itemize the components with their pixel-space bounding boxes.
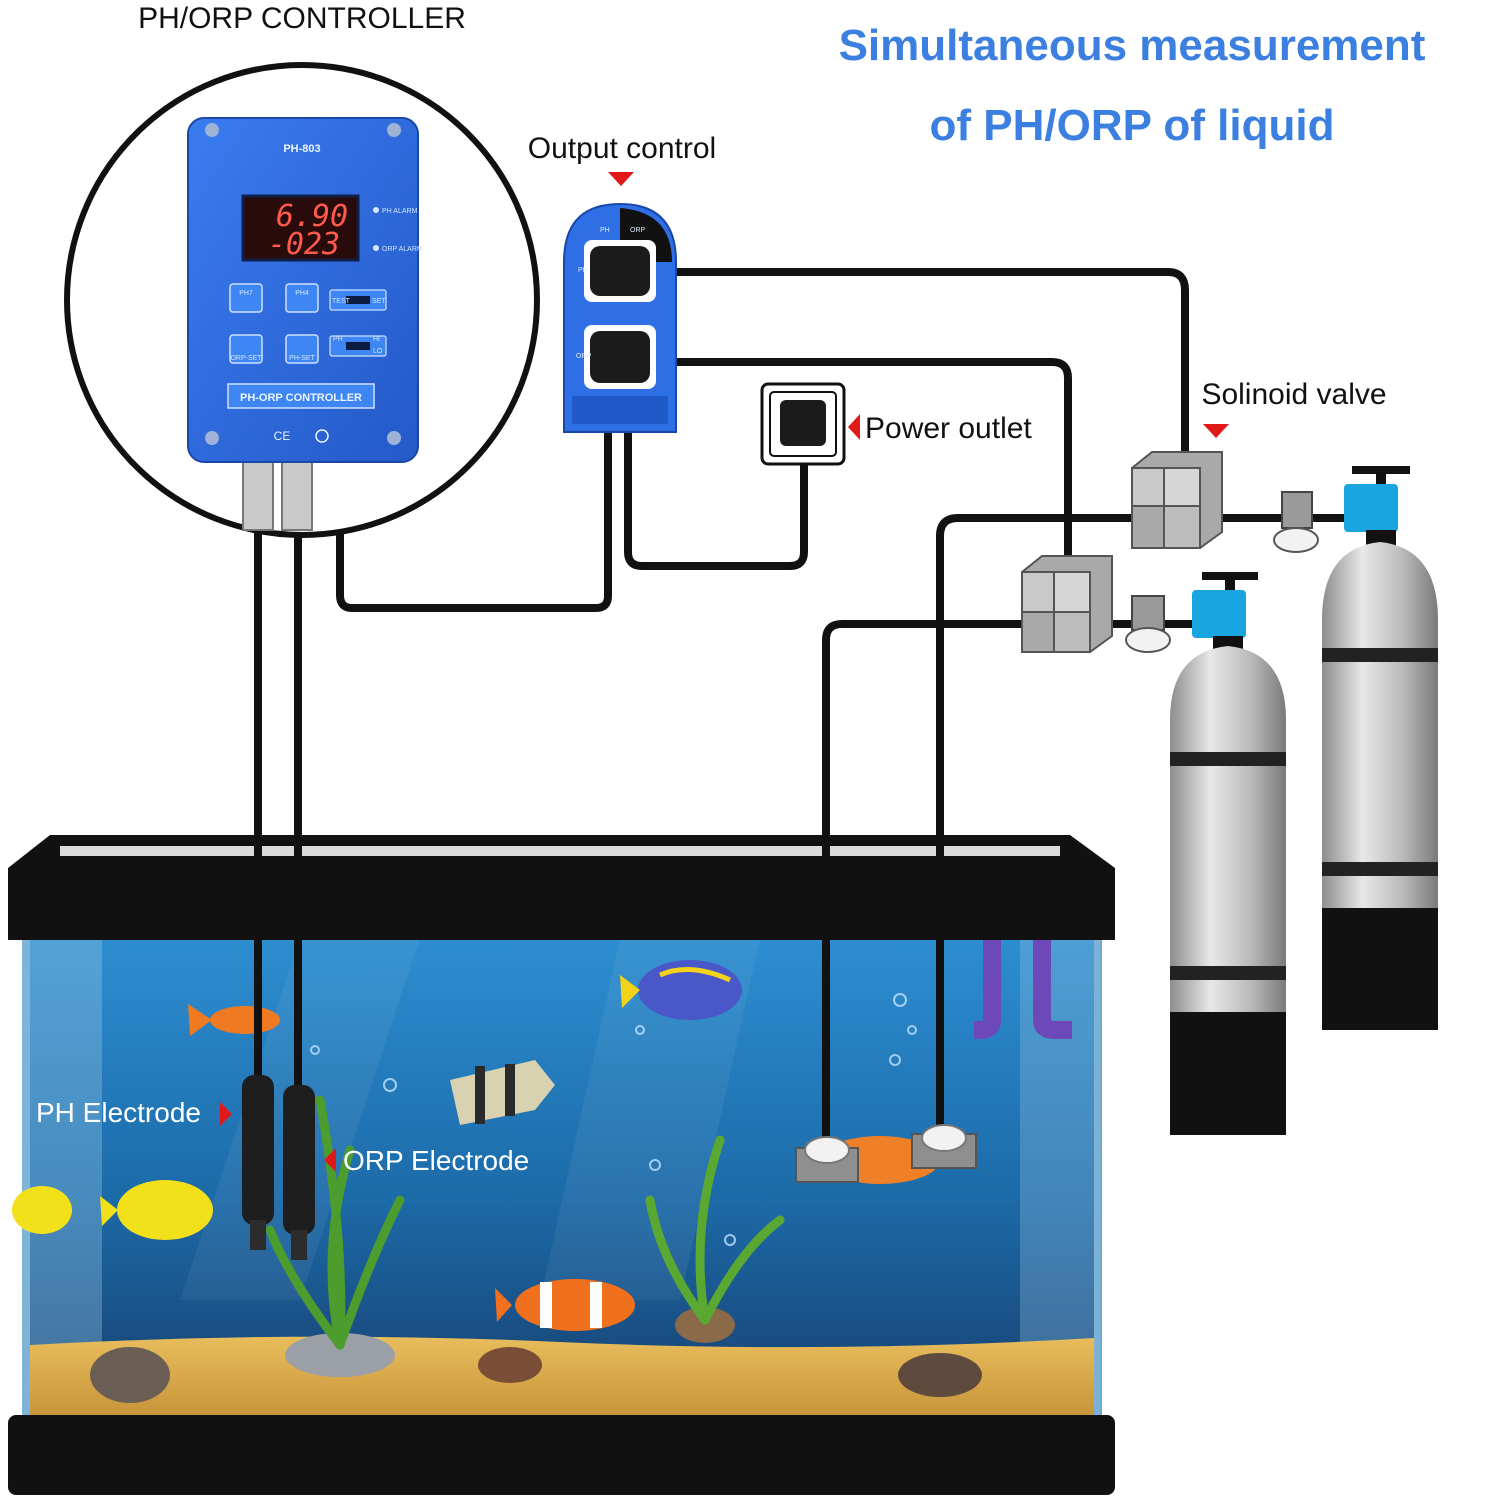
rock <box>90 1347 170 1403</box>
output-control-label: Output control <box>528 132 716 165</box>
goldfish <box>188 1004 280 1036</box>
angelfish <box>450 1060 555 1125</box>
diffuser-right <box>911 1124 977 1169</box>
device-panel-label-box <box>227 383 375 409</box>
output-box-base <box>572 396 668 424</box>
orp-set-button[interactable] <box>229 334 263 364</box>
recycle-mark-icon <box>315 429 329 443</box>
switch-lo-label: LO <box>373 348 383 355</box>
tank-bottom-rim <box>8 1415 1115 1495</box>
output-side-ph: PH <box>578 267 588 274</box>
ph-output-socket-inner <box>590 246 650 296</box>
output-control-arrow <box>608 172 634 186</box>
switch-ph-label: PH <box>333 336 343 343</box>
ph7-button-label: PH7 <box>239 290 253 297</box>
gas-cylinder-right <box>1322 466 1438 1030</box>
orp-reading: -023 <box>268 227 340 262</box>
ph-electrode <box>242 1075 274 1250</box>
light-ray <box>540 938 760 1300</box>
orp-output-socket-inner <box>590 331 650 383</box>
regulator-lower <box>1125 595 1171 653</box>
switch-set-label: SET <box>372 298 386 305</box>
probe-connector <box>242 457 274 531</box>
tank-top-rim <box>8 835 1115 940</box>
device-model-label: PH-803 <box>283 143 320 155</box>
device-display <box>241 194 360 262</box>
power-outlet <box>760 382 846 466</box>
orp-output-cable <box>655 358 1072 562</box>
output-control-box: PH ORP PH ORP <box>563 202 677 433</box>
filter-pipe <box>974 940 1001 1039</box>
orp-electrode-label: ORP Electrode <box>343 1145 529 1176</box>
switch-test-label: TEST <box>332 298 351 305</box>
rock <box>478 1347 542 1383</box>
yellow-fish-partial <box>12 1186 72 1234</box>
plant <box>265 1095 405 1350</box>
rock <box>898 1353 982 1397</box>
power-outlet-arrow <box>848 414 860 440</box>
device-panel-label: PH-ORP CONTROLLER <box>240 392 362 404</box>
probe-connector <box>281 457 313 531</box>
cables <box>254 268 1350 1150</box>
controller-title: PH/ORP CONTROLLER <box>138 2 466 35</box>
test-set-switch-slider <box>346 296 370 304</box>
ph-alarm-label: PH ALARM <box>382 208 418 215</box>
output-tag-ph: PH <box>600 227 610 234</box>
ph-output-cable <box>655 268 1189 458</box>
rock <box>285 1333 395 1377</box>
ph4-button[interactable] <box>285 283 319 313</box>
headline-line-2: of PH/ORP of liquid <box>930 101 1335 150</box>
ph-orp-controller-device: PH-803 6.90 -023 PH ALARM ORP ALARM PH7 … <box>187 117 423 463</box>
ce-mark: CE <box>274 429 291 443</box>
output-side-orp: ORP <box>576 353 592 360</box>
controller-output-cable <box>336 430 612 612</box>
filter-pipe <box>1033 940 1072 1039</box>
ph-set-button[interactable] <box>285 334 319 364</box>
orp-alarm-led <box>373 245 379 251</box>
solenoid-valve-upper <box>1131 451 1223 549</box>
clownfish <box>495 1279 635 1331</box>
power-outlet-label: Power outlet <box>865 412 1032 445</box>
orp-electrode <box>283 1085 315 1260</box>
gas-cylinder-left <box>1170 572 1286 1135</box>
power-plug <box>780 400 826 446</box>
cylinder-valve-left <box>1192 590 1246 638</box>
solenoid-valve-arrow <box>1203 424 1229 438</box>
yellow-tang-fish <box>100 1180 213 1240</box>
tank-glass-left <box>22 930 102 1420</box>
ph-electrode-label: PH Electrode <box>36 1097 201 1128</box>
output-tag-orp: ORP <box>630 227 646 234</box>
solenoid-valve-lower <box>1021 555 1113 653</box>
cylinder-valve-right <box>1344 484 1398 532</box>
ph-electrode-arrow <box>220 1102 232 1126</box>
orp-electrode-arrow <box>324 1148 336 1172</box>
orp-alarm-label: ORP ALARM <box>382 246 423 253</box>
plant <box>645 1135 785 1325</box>
power-cable <box>624 430 808 570</box>
solenoid-valve-label: Solinoid valve <box>1201 378 1386 411</box>
ph-set-button-label: PH-SET <box>289 355 315 362</box>
orp-set-button-label: ORP-SET <box>230 355 262 362</box>
bubbles <box>310 993 917 1246</box>
ph7-button[interactable] <box>229 283 263 313</box>
aquarium <box>8 835 1115 1495</box>
blue-tang-fish <box>620 960 742 1020</box>
ph4-button-label: PH4 <box>295 290 309 297</box>
headline-line-1: Simultaneous measurement <box>839 21 1426 70</box>
diffuser-left <box>795 1136 859 1183</box>
ph-reading: 6.90 <box>276 199 348 234</box>
switch-hi-label: HI <box>373 336 380 343</box>
ph-hi-lo-switch-slider <box>346 342 370 350</box>
rock <box>675 1307 735 1343</box>
gas-line-lower <box>822 620 1030 1150</box>
ph-alarm-led <box>373 207 379 213</box>
tank-light-bar <box>60 846 1060 856</box>
gas-line-upper <box>936 514 1140 1140</box>
regulator-upper <box>1273 491 1319 553</box>
